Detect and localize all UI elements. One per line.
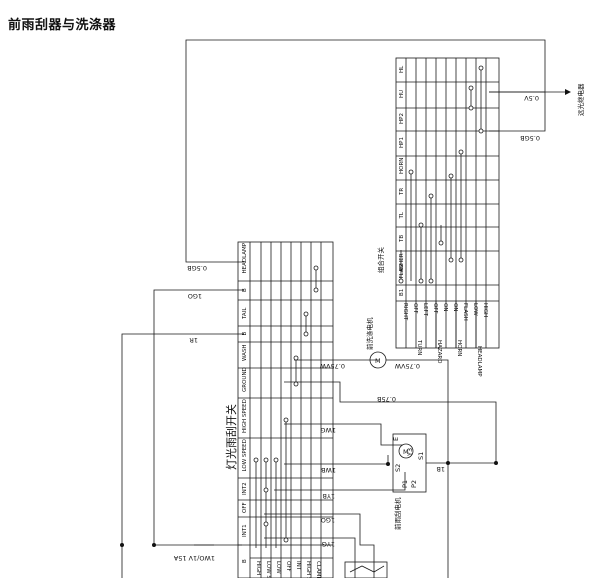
hazard-switch-name: 组合开关 xyxy=(376,247,385,274)
wire-label: 1GO xyxy=(188,292,202,300)
combo-row-label: OFF xyxy=(285,561,291,572)
hazard-row-label: RIGHT xyxy=(402,303,408,321)
combo-column-label: INT1 xyxy=(242,524,248,537)
hazard-row-label: OFF xyxy=(432,303,438,314)
hazard-switch-table xyxy=(395,57,500,349)
wire-label: 0.5GB xyxy=(520,134,540,142)
pin-label: Y3 xyxy=(406,448,414,457)
combo-row-label: HIGH SPEED xyxy=(305,561,311,578)
hazard-row-label: FLASH xyxy=(462,303,468,321)
hazard-group-label: HORN xyxy=(456,340,462,356)
hazard-column-label: B2 xyxy=(399,264,405,271)
hazard-row-label: ON xyxy=(452,303,458,311)
combo-row-label: LOW xyxy=(275,561,281,574)
wire-label: 0.5GB xyxy=(187,264,207,272)
wire-label: 1R xyxy=(189,336,198,344)
hazard-row-label: LOW xyxy=(472,303,478,316)
hazard-column-label: FLASHER xyxy=(399,253,405,278)
wiper-motor-symbol: M xyxy=(403,448,409,456)
fuse-label: 1WO/1V 15A xyxy=(173,554,215,562)
pin-label: P2 xyxy=(410,480,418,488)
combo-column-label: HIGH SPEED xyxy=(242,399,248,433)
combo-column-label: OFF xyxy=(242,502,248,513)
pin-label: S2 xyxy=(394,464,402,472)
hazard-column-label: HL xyxy=(399,65,405,73)
pin-label: E xyxy=(392,437,400,441)
hazard-group-label: HAZARD xyxy=(436,340,442,364)
hazard-column-label: TL xyxy=(399,211,405,219)
combo-column-label: B xyxy=(242,332,248,336)
hazard-group-label: HEADLAMP xyxy=(476,346,482,377)
hazard-row-label: OFF xyxy=(412,303,418,314)
wiper-motor-label: 前雨刮电机 xyxy=(393,497,402,530)
wire-label: 0.5V xyxy=(524,94,539,102)
pin-label: S1 xyxy=(417,452,425,460)
wire-label: 0.75VW xyxy=(394,362,420,370)
hazard-row-label: ON xyxy=(442,303,448,311)
washer-motor-symbol: M xyxy=(375,357,381,365)
wire-label: 0.75VW xyxy=(319,362,345,370)
combo-switch-table xyxy=(237,241,334,578)
combo-row-label: HIGH xyxy=(255,561,261,575)
wire-label: 1WB xyxy=(321,466,336,474)
washer-motor-label: 前洗涤电机 xyxy=(365,317,374,350)
wire-label: 1YG xyxy=(322,540,335,548)
combo-column-label: B xyxy=(242,288,248,292)
hazard-column-label: HP2 xyxy=(399,113,405,124)
hazard-switch-rows: RIGHT OFF LEFT OFF ON ON FLASH LOW HIGH xyxy=(402,303,488,321)
wire-label: 0.75B xyxy=(377,395,396,403)
hazard-switch-groups: TURN HAZARD HORN HEADLAMP xyxy=(416,339,482,377)
pin-label: P1 xyxy=(401,480,409,488)
hazard-column-label: HORN xyxy=(399,158,405,174)
wire-label: 1B xyxy=(436,465,445,473)
wire-label: 1WG xyxy=(320,426,336,434)
hazard-column-label: TB xyxy=(399,235,405,243)
hazard-column-label: B1 xyxy=(399,289,405,296)
combo-row-label: LOW SPEED xyxy=(265,561,271,578)
page-title: 前雨刮器与洗涤器 xyxy=(8,18,117,33)
hazard-column-label: HU xyxy=(399,90,405,98)
combo-column-label: INT2 xyxy=(242,482,248,495)
relay-label: 远光继电器 xyxy=(576,83,585,116)
combo-column-label: HEADLAMP xyxy=(242,242,248,273)
combo-column-label: B xyxy=(242,559,248,563)
hazard-column-label: HP1 xyxy=(399,137,405,148)
hazard-row-label: HIGH xyxy=(482,303,488,317)
wire-label: 1YB xyxy=(322,492,335,500)
combo-column-label: WASH xyxy=(242,344,248,361)
combo-switch-rows: HIGH LOW SPEED LOW OFF INT HIGH SPEED CLAMP xyxy=(255,561,321,578)
combo-row-label: CLAMP xyxy=(315,561,321,578)
hazard-group-label: TURN xyxy=(416,339,422,355)
wire-label: 1GO xyxy=(321,516,335,524)
combo-column-label: LOW SPEED xyxy=(242,439,248,471)
combo-switch-name: 灯光雨刮开关 xyxy=(224,404,238,470)
hazard-row-label: LEFT xyxy=(422,303,428,317)
combo-switch-columns: HEADLAMP B TAIL B WASH GROUND HIGH SPEED LOW SP… xyxy=(242,242,248,563)
combo-column-label: GROUND xyxy=(242,367,248,392)
hazard-column-label: TR xyxy=(399,188,405,196)
combo-row-label: INT xyxy=(295,561,301,571)
combo-column-label: TAIL xyxy=(242,307,248,320)
